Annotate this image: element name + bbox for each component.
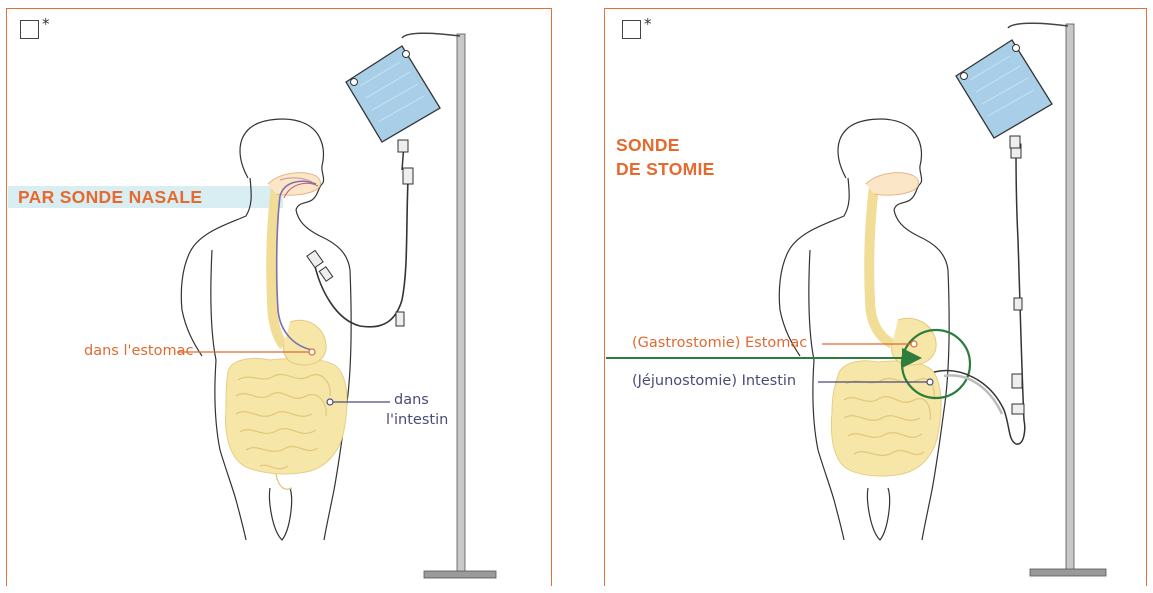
body-outline-left [181, 119, 351, 540]
feeding-tube-left [314, 180, 408, 327]
intestines-right [831, 361, 941, 476]
feeding-tube-right [934, 150, 1025, 444]
intestines-left [226, 358, 347, 489]
label-jejunostomy: (Jéjunostomie) Intestin [632, 373, 796, 389]
feeding-bag-right [956, 40, 1052, 148]
tube-connector-right [1011, 144, 1024, 414]
label-gastrostomy: (Gastrostomie) Estomac [632, 335, 807, 351]
label-intestine-nasal-line2: l'intestin [386, 412, 448, 428]
tube-connector-left [307, 168, 413, 326]
label-intestine-nasal-line1: dans [394, 392, 429, 408]
feeding-bag-left [346, 46, 440, 170]
esophagus-stomach-right [866, 173, 936, 365]
label-stomach-nasal: dans l'estomac [84, 343, 193, 359]
